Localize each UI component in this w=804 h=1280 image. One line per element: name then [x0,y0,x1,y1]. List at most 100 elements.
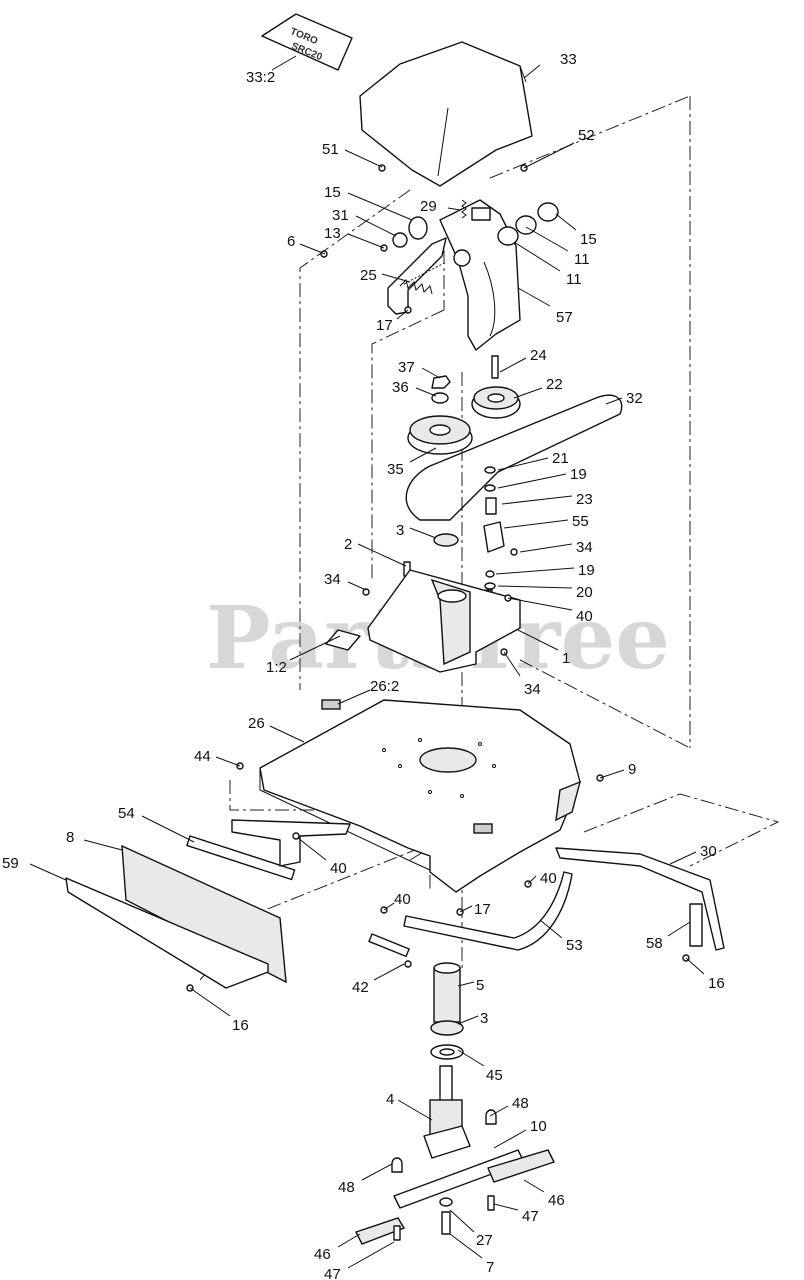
spring-25 [399,279,433,295]
callout-57: 57 [517,287,573,326]
callout-27: 27 [449,1209,493,1249]
callout-leader [347,192,413,221]
callout-leader [523,64,541,79]
callout-number: 1:2 [266,659,287,676]
callout-number: 54 [118,805,135,822]
callout-55: 55 [503,513,589,530]
callout-leader [459,905,473,913]
callout-leader [555,213,577,231]
callout-leader [215,756,241,767]
idler-spindle-stack [483,466,518,619]
callout-number: 36 [392,379,409,396]
callout-33: 33 [523,51,577,79]
callout-47: 47 [324,1241,395,1280]
callout-number: 30 [700,843,717,860]
callout-number: 19 [578,562,595,579]
decal-33-2: TORO SRC20 [261,13,353,71]
drive-belt-32 [405,394,623,521]
callout-number: 25 [360,267,377,284]
callout-number: 15 [324,184,341,201]
callout-leader [605,397,623,405]
callout-52: 52 [523,127,595,169]
callout-51: 51 [322,141,383,168]
callout-number: 46 [548,1192,565,1209]
callout-58: 58 [646,921,691,952]
callout-number: 11 [574,251,590,268]
rod-54 [186,835,296,881]
callout-number: 47 [324,1266,341,1280]
callout-number: 32 [626,390,643,407]
callout-leader [669,851,697,865]
callout-29: 29 [420,198,461,215]
callout-leader [501,495,573,505]
callout-number: 5 [476,977,484,994]
callout-number: 52 [578,127,595,144]
callout-54: 54 [118,805,195,843]
callout-17: 17 [376,309,409,334]
callout-19: 19 [495,562,595,579]
spindle-lower-stack [430,962,464,1060]
callout-8: 8 [66,829,123,851]
callout-leader [83,839,123,851]
callout-number: 53 [566,937,583,954]
callout-number: 22 [546,376,563,393]
callout-30: 30 [669,843,717,865]
callout-number: 3 [480,1010,488,1027]
idler-pulley-22 [471,355,521,419]
callout-40: 40 [297,837,347,877]
callout-leader [447,207,461,211]
label-1-2 [325,629,361,651]
callout-46: 46 [523,1179,565,1209]
callout-number: 2 [344,536,352,553]
assembly-guide-lines [199,91,780,981]
callout-number: 51 [322,141,339,158]
callout-leader [449,1209,475,1233]
callout-leader [396,309,409,320]
callout-34: 34 [324,571,367,591]
callout-33-2: 33:2 [246,55,297,86]
callout-number: 45 [486,1067,503,1084]
callout-leader [361,1163,393,1181]
bracket-30 [555,847,725,951]
callout-number: 16 [708,975,725,992]
callout-leader [357,543,407,567]
callout-number: 58 [646,935,663,952]
callout-13: 13 [324,225,385,249]
callout-47: 47 [493,1203,539,1225]
callout-leader [337,689,371,705]
callout-48: 48 [338,1163,393,1196]
callout-23: 23 [501,491,593,508]
rear-handle [231,819,351,867]
callout-15: 15 [555,213,597,248]
callout-leader [457,1015,479,1025]
callout-number: 34 [324,571,341,588]
callout-leader [523,142,575,169]
callout-leader [409,527,437,539]
callout-number: 40 [394,891,411,908]
callout-number: 46 [314,1246,331,1263]
callout-leader [497,473,567,489]
callout-leader [499,357,527,373]
callout-6: 6 [287,233,326,255]
callout-3: 3 [457,1010,488,1027]
callout-leader [29,863,67,881]
callout-46: 46 [314,1233,361,1263]
callout-leader [507,597,573,611]
callout-number: 31 [332,207,349,224]
callout-5: 5 [457,977,484,994]
callout-40: 40 [507,597,593,625]
callout-number: 57 [556,309,573,326]
rod-53 [403,871,573,951]
callout-leader [493,1129,527,1149]
callout-number: 34 [576,539,593,556]
callout-number: 33:2 [246,69,275,86]
callout-leader [449,1233,483,1259]
decal-26-2 [321,699,341,710]
callout-leader [527,875,537,885]
idler-arm-bracket [387,237,447,315]
callout-34: 34 [519,539,593,556]
callout-number: 1 [562,650,570,667]
callout-53: 53 [539,919,583,954]
callout-leader [299,243,326,255]
